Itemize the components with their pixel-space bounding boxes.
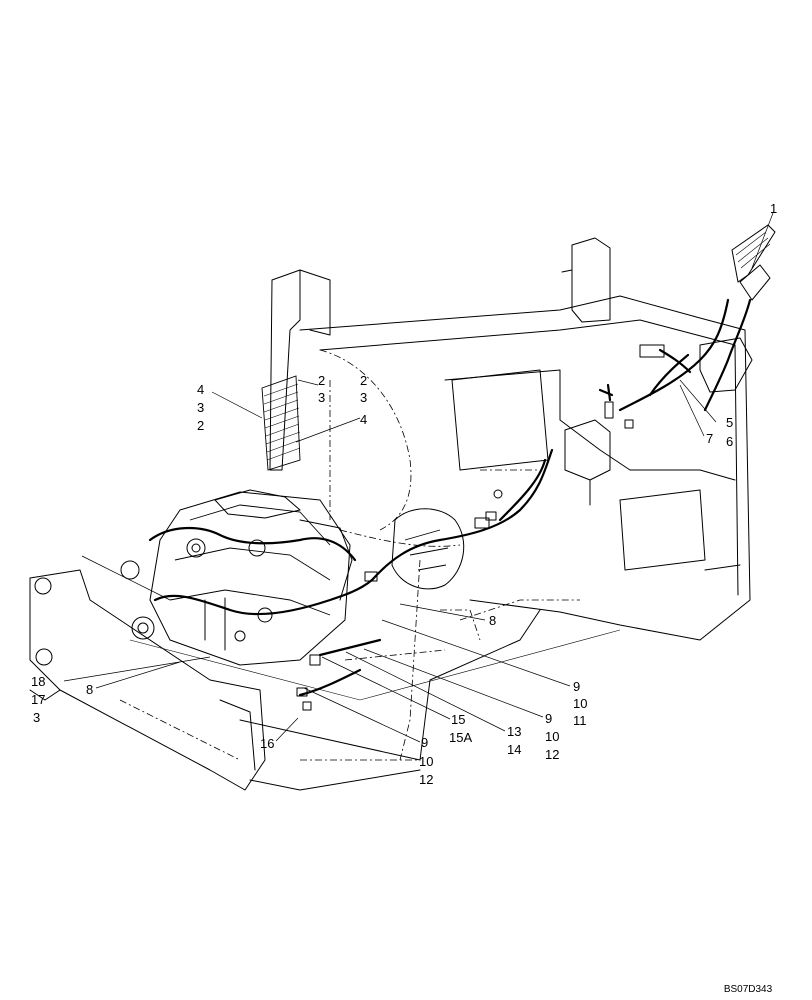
callout-12b: 12 — [419, 772, 433, 787]
main-harness — [296, 298, 730, 711]
callout-8a: 8 — [489, 613, 496, 628]
callout-17: 17 — [31, 692, 45, 707]
callout-1: 1 — [770, 201, 777, 216]
callout-11: 11 — [573, 713, 587, 728]
callout-3c: 3 — [360, 390, 367, 405]
callout-10a: 10 — [573, 696, 587, 711]
callout-10c: 10 — [419, 754, 433, 769]
phantom-lines — [119, 349, 580, 761]
callout-15: 15 — [451, 712, 465, 727]
callout-15a: 15A — [449, 730, 472, 745]
callout-8b: 8 — [86, 682, 93, 697]
callout-4b: 4 — [360, 412, 367, 427]
callout-14: 14 — [507, 742, 521, 757]
callout-2b: 2 — [318, 373, 325, 388]
pedal-assembly — [699, 224, 776, 412]
callout-9b: 9 — [545, 711, 552, 726]
callout-13: 13 — [507, 724, 521, 739]
callout-3d: 3 — [33, 710, 40, 725]
callout-2c: 2 — [360, 373, 367, 388]
callout-16: 16 — [260, 736, 274, 751]
callout-3a: 3 — [197, 400, 204, 415]
radiator-grille — [261, 375, 301, 471]
callout-6: 6 — [726, 434, 733, 449]
drawing-number: BS07D343 — [724, 984, 773, 995]
callout-2a: 2 — [197, 418, 204, 433]
callout-18: 18 — [31, 674, 45, 689]
callout-3b: 3 — [318, 390, 325, 405]
callout-9c: 9 — [421, 735, 428, 750]
callout-4a: 4 — [197, 382, 204, 397]
callout-7: 7 — [706, 431, 713, 446]
callout-12a: 12 — [545, 747, 559, 762]
callout-9a: 9 — [573, 679, 580, 694]
chassis-frame — [29, 237, 751, 791]
callout-labels: 1 4 3 2 2 3 2 3 4 5 7 6 8 9 10 11 9 10 1… — [31, 201, 777, 787]
engine-block — [120, 489, 374, 666]
callout-5: 5 — [726, 415, 733, 430]
leader-lines — [63, 212, 774, 743]
callout-10b: 10 — [545, 729, 559, 744]
